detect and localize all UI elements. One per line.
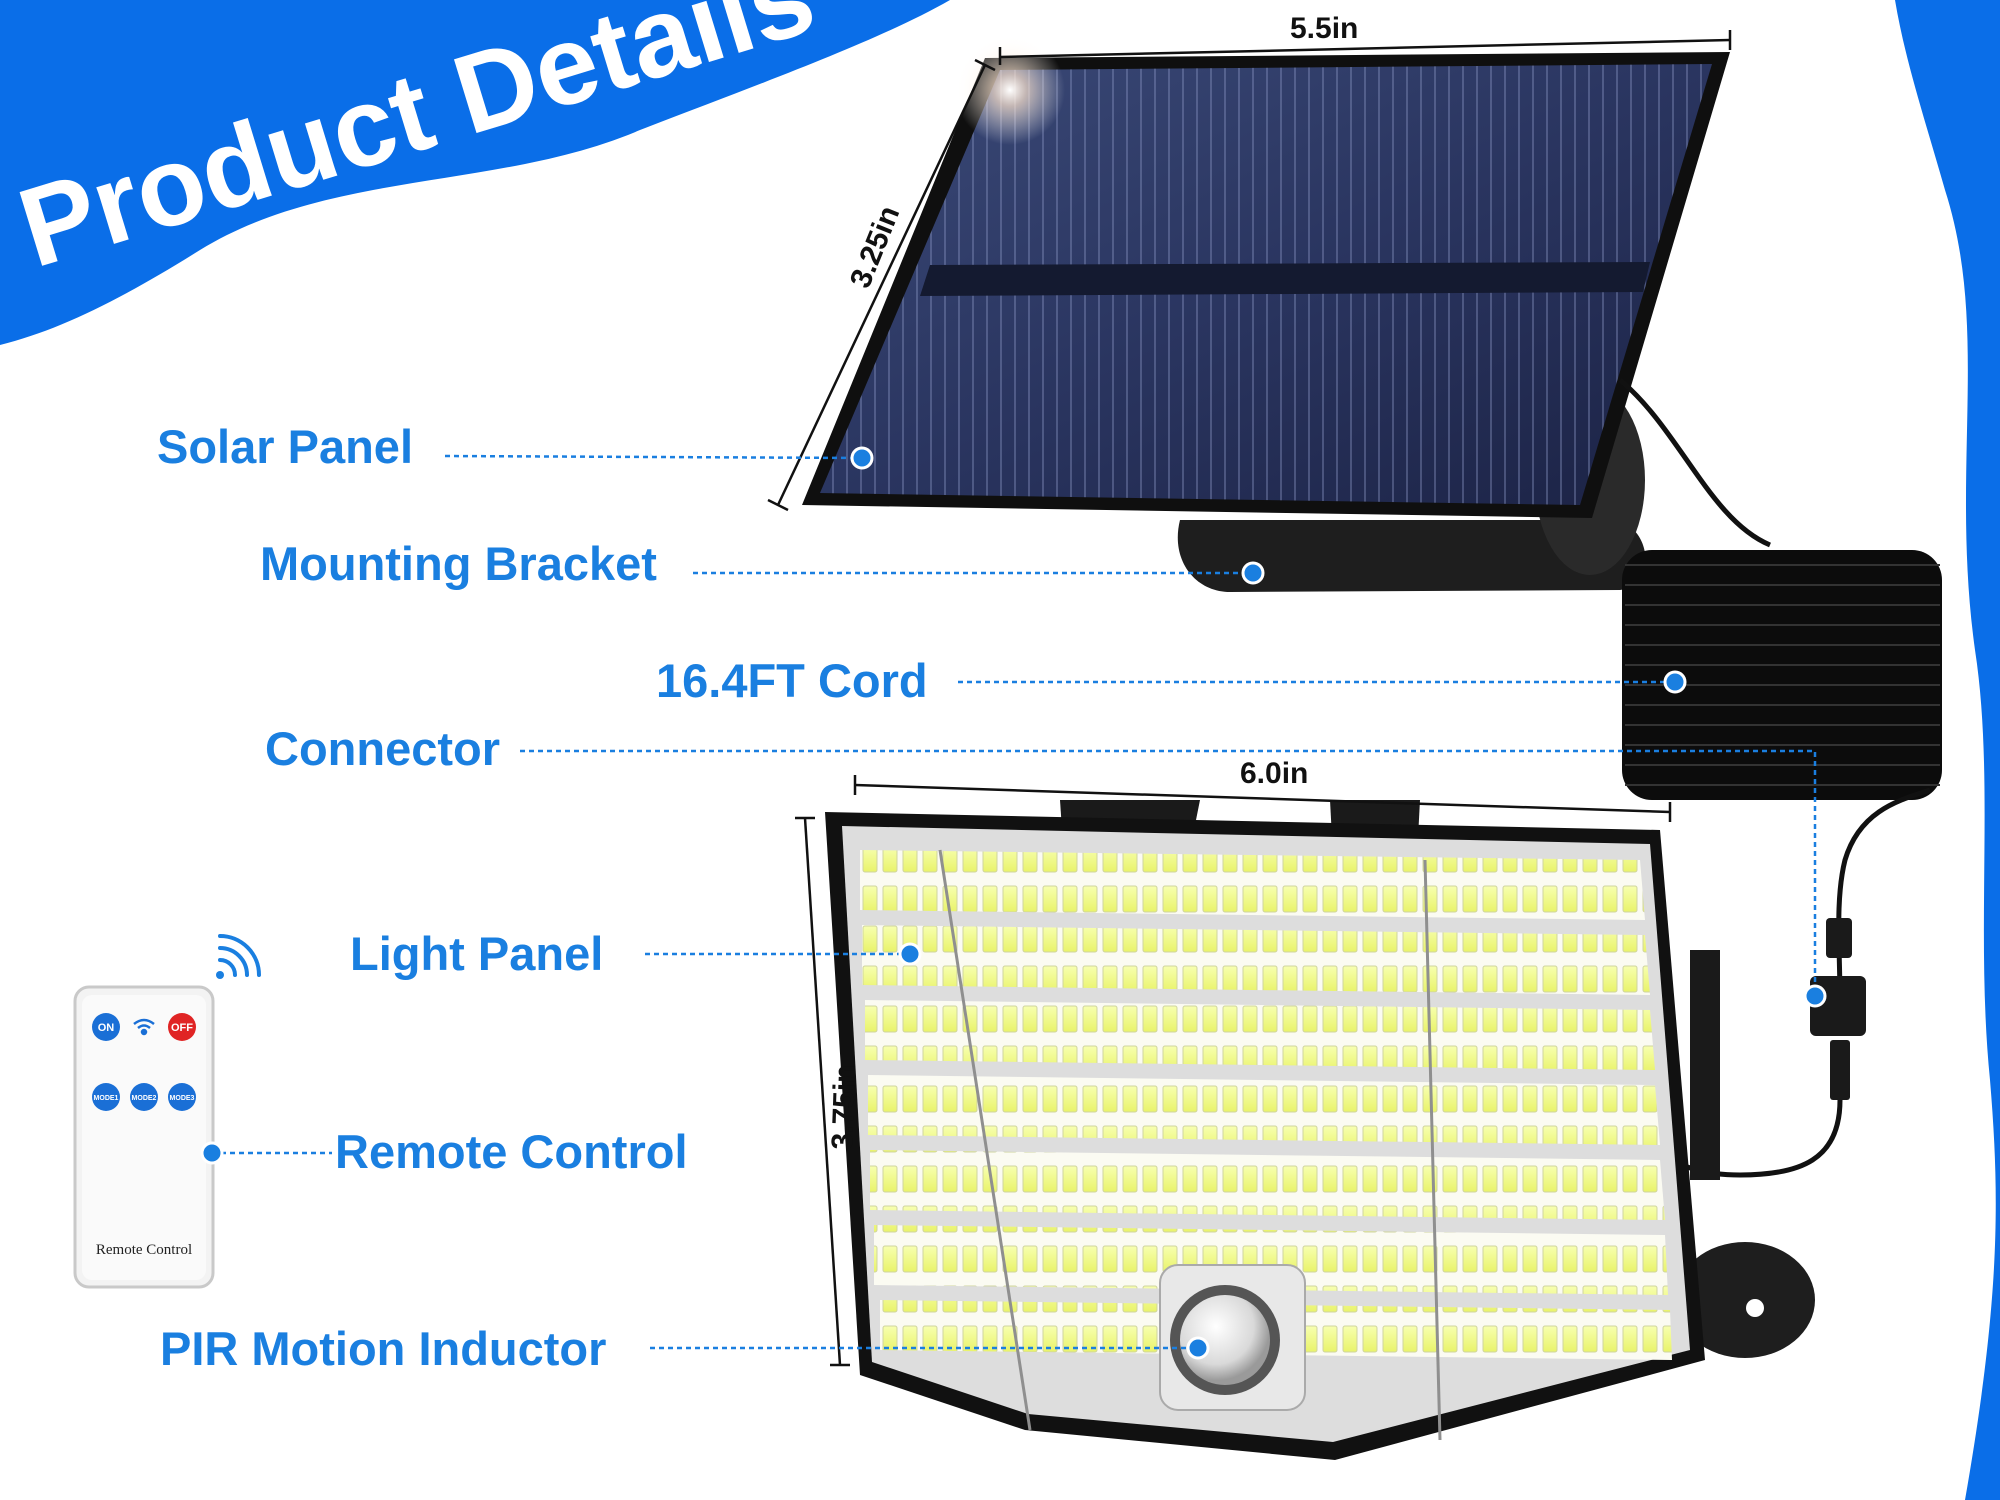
callout-pir: PIR Motion Inductor [160,1322,1210,1375]
remote-off-button[interactable] [168,1013,196,1041]
light-width-label: 6.0in [1240,757,1308,790]
remote-mode1-button[interactable] [92,1083,120,1111]
wireless-signal-icon [216,934,261,979]
pir-sensor-lens [1180,1295,1270,1385]
callout-solar-panel: Solar Panel [157,420,874,473]
solar-panel-illustration [802,35,1771,592]
mounting-bracket-shape [1177,520,1646,592]
lens-flare [955,35,1065,145]
remote-control[interactable]: ON OFF MODE1 MODE2 MODE3 Remote Control [73,985,215,1289]
remote-mode2-label: MODE2 [132,1095,157,1102]
solar-width-label: 5.5in [1290,12,1358,45]
connector-label: Connector [265,722,500,775]
dimension-solar-width: 5.5in [998,12,1732,65]
dimension-light-height: 3.75in [795,816,862,1367]
remote-caption: Remote Control [96,1242,192,1258]
cord-label: 16.4FT Cord [656,654,928,707]
remote-mode3-label: MODE3 [170,1095,195,1102]
title-banner [0,0,950,345]
remote-on-button[interactable] [92,1013,120,1041]
coiled-cord-illustration [1622,550,1942,1178]
remote-mode1-label: MODE1 [94,1095,119,1102]
remote-off-label: OFF [171,1022,193,1034]
remote-control-label: Remote Control [335,1125,688,1178]
callout-connector: Connector [265,722,1827,1008]
remote-mode2-button[interactable] [130,1083,158,1111]
wifi-icon [133,1018,155,1036]
light-panel-label: Light Panel [350,927,603,980]
dimension-light-width: 6.0in [853,757,1672,822]
light-panel-illustration [825,800,1815,1460]
light-mount-plate [1675,1242,1815,1358]
solar-panel-label: Solar Panel [157,420,413,473]
light-height-label: 3.75in [826,1064,862,1150]
callout-cord: 16.4FT Cord [656,654,1687,707]
pir-label: PIR Motion Inductor [160,1322,606,1375]
mounting-bracket-label: Mounting Bracket [260,537,657,590]
right-edge-decoration [1895,0,2000,1500]
callout-remote-control: Remote Control [200,1125,688,1178]
callout-mounting-bracket: Mounting Bracket [260,537,1265,590]
led-rows [860,850,1672,1360]
remote-mode3-button[interactable] [168,1083,196,1111]
remote-on-label: ON [98,1022,115,1034]
callout-light-panel: Light Panel [350,927,922,980]
